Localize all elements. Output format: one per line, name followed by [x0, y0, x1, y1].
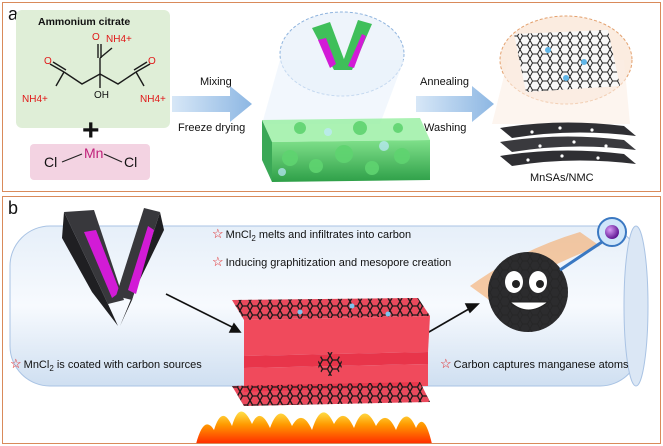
step-coating: ☆MnCl2 is coated with carbon sources [10, 356, 202, 374]
process-arrows [165, 293, 480, 337]
o-label-left: O [44, 56, 52, 67]
step-graphitization: ☆Inducing graphitization and mesopore cr… [212, 254, 452, 269]
panel-b-label: b [8, 198, 19, 218]
mncl2-cl-right: Cl [124, 154, 138, 170]
citrate-title: Ammonium citrate [38, 16, 131, 28]
oh-label: OH [94, 90, 109, 101]
star-icon: ☆ [212, 254, 224, 269]
mnsas-sheets [500, 122, 636, 166]
star-icon: ☆ [10, 356, 22, 371]
o-label-top: O [92, 32, 100, 43]
arrow-annealing [416, 86, 494, 122]
foam-block [262, 118, 430, 182]
arrow1-label-bottom: Freeze drying [178, 122, 246, 134]
panel-b [2, 196, 661, 444]
arrow2-label-bottom: Washing [424, 122, 467, 134]
panel-a-label: a [8, 4, 19, 24]
crystal-small [312, 20, 372, 70]
graphene-sheet [514, 30, 620, 92]
nh4-label-left: NH4+ [22, 94, 48, 105]
arrow2-label-top: Annealing [420, 76, 469, 88]
star-icon: ☆ [440, 356, 452, 371]
carbon-layers [232, 298, 430, 406]
arrow-mixing [172, 86, 252, 122]
flames [196, 411, 432, 444]
mncl2-cl-left: Cl [44, 154, 58, 170]
citrate-structure [49, 44, 151, 88]
arrow1-label-top: Mixing [200, 76, 232, 88]
mncl2-mn: Mn [84, 145, 104, 161]
step-capture: ☆Carbon captures manganese atoms [440, 356, 629, 371]
product-label: MnSAs/NMC [530, 172, 594, 184]
star-icon: ☆ [212, 226, 224, 241]
mncl2-box [30, 144, 150, 180]
crystal-large [62, 208, 164, 326]
step-melt: ☆MnCl2 melts and infiltrates into carbon [212, 226, 412, 244]
citrate-box [16, 10, 170, 128]
nh4-label-top: NH4+ [106, 34, 132, 45]
plus-sign: + [82, 114, 100, 147]
carbon-mascot [470, 217, 627, 332]
nh4-label-right: NH4+ [140, 94, 166, 105]
panel-a [2, 2, 661, 192]
o-label-right: O [148, 56, 156, 67]
